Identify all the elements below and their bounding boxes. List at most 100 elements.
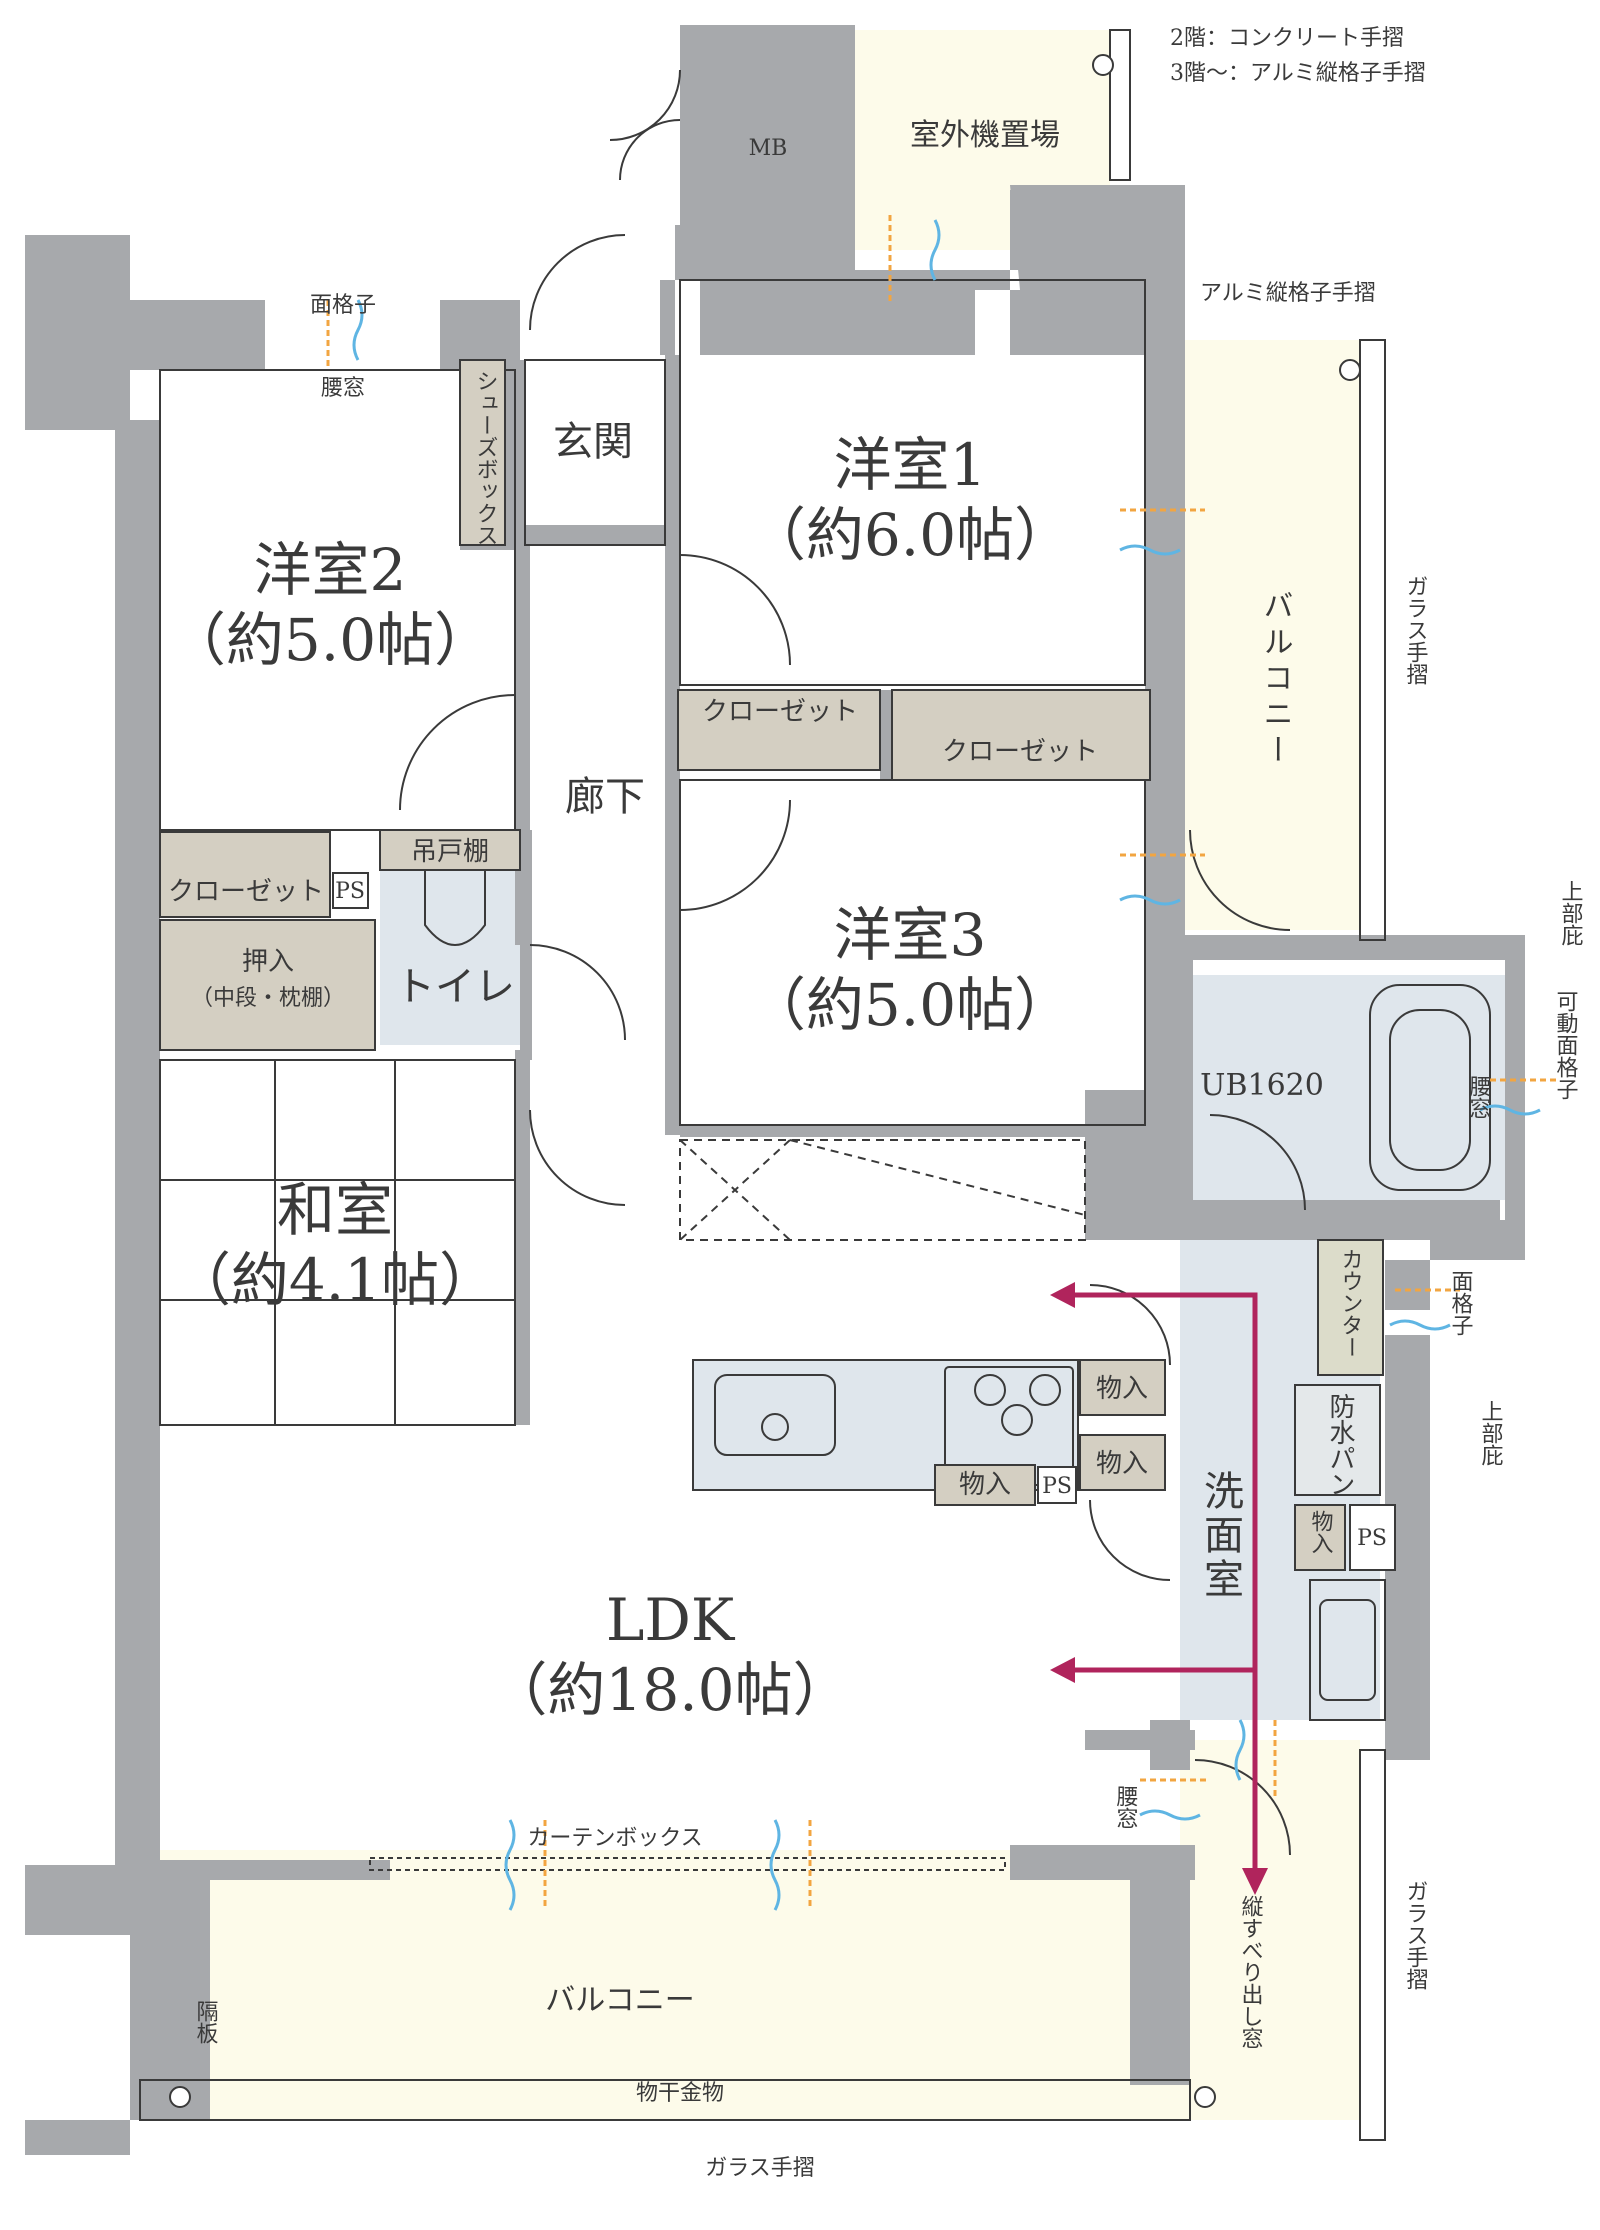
handrail-right [1359, 339, 1386, 941]
vent-ldk-blue-2 [769, 1819, 781, 1911]
under-storage [679, 1139, 1086, 1241]
washroom-label: 洗面室 [1197, 1470, 1243, 1602]
arrow-path-main [1070, 1292, 1258, 1870]
bathtub-inner [1389, 1009, 1471, 1171]
toilet-bowl [424, 870, 486, 946]
door-w2[interactable] [399, 694, 516, 811]
wall-int-w1-left [665, 355, 680, 1135]
monoire-k1-label: 物入 [1096, 1374, 1148, 1404]
vent-bath-blue [1479, 1104, 1541, 1116]
arrow-head-top [1050, 1282, 1075, 1308]
japanese-size: （約4.1帖） [173, 1246, 497, 1314]
closet-w1-right [891, 689, 1151, 781]
wall-mb-top [680, 25, 855, 50]
toilet-label: トイレ [395, 964, 515, 1010]
alumi-lattice-handrail: アルミ縦格子手摺 [1200, 281, 1376, 306]
wall-mb-right [835, 25, 855, 285]
washbasin [1309, 1579, 1386, 1721]
balcony-right-label: バルコニー [1258, 590, 1293, 770]
storage-areas [159, 359, 1396, 1571]
vertical-sliding-window: 縦すべり出し窓 [1238, 1895, 1264, 2049]
ldk-size: （約18.0帖） [489, 1656, 850, 1724]
hanging-shelf-area [379, 829, 521, 871]
oshiire-area [159, 919, 376, 1051]
movable-face-lattice: 可動面格子 [1553, 990, 1579, 1100]
monoire-k2 [1079, 1434, 1166, 1491]
waterproof-pan-area [1294, 1384, 1381, 1496]
fixture-2 [1194, 2086, 1216, 2108]
monoire-k2-label: 物入 [1096, 1449, 1148, 1479]
upper-eave-2: 上部庇 [1478, 1400, 1504, 1466]
door-washroom-2[interactable] [1089, 1499, 1171, 1581]
bath-label: UB1620 [1200, 1068, 1324, 1103]
vent-w1-blue [1119, 544, 1181, 556]
burner-1 [974, 1374, 1006, 1406]
wall-pillar-tr [1010, 185, 1185, 400]
arrow-heads [1050, 1282, 1268, 1895]
waterproof-pan-label: 防水パン [1325, 1393, 1355, 1497]
arrow-head-down [1242, 1868, 1268, 1895]
japanese-name: 和室 [277, 1176, 393, 1244]
vent-w3-blue [1119, 894, 1181, 906]
upper-eave-1: 上部庇 [1558, 880, 1584, 946]
handrail-bottom [139, 2079, 1191, 2121]
door-entrance-2[interactable] [619, 119, 681, 181]
circulation-arrows [1070, 1292, 1258, 1870]
wall-int-corridor-top [520, 525, 665, 545]
under-storage-x2 [679, 1139, 791, 1241]
door-japanese[interactable] [529, 1109, 626, 1206]
glass-handrail-right-lower: ガラス手摺 [1403, 1880, 1429, 1990]
wall-left [25, 235, 160, 1935]
door-entrance[interactable] [529, 234, 626, 331]
bathtub-outline [1369, 984, 1491, 1191]
door-balcony-br[interactable] [1194, 1759, 1291, 1856]
door-w1[interactable] [679, 554, 791, 666]
western1-name: 洋室1 [834, 431, 987, 499]
door-toilet[interactable] [529, 944, 626, 1041]
curtain-box-label: カーテンボックス [527, 1826, 702, 1851]
room-outline-w2 [159, 369, 516, 831]
door-washroom[interactable] [1089, 1284, 1171, 1366]
monoire-k3 [934, 1464, 1036, 1506]
outdoor-unit-label: 室外機置場 [910, 118, 1060, 153]
door-bath[interactable] [1209, 1114, 1306, 1211]
shoe-box-label: シューズボックス [473, 370, 498, 546]
wall-pillar-br2 [1085, 1730, 1195, 1750]
burner-3 [1001, 1404, 1033, 1436]
shoe-box-area [459, 359, 506, 546]
glass-handrail-right: ガラス手摺 [1403, 575, 1429, 685]
corridor-label: 廊下 [565, 774, 645, 820]
vent-waist-blue [1139, 1809, 1201, 1821]
waist-window-ldk: 腰窓 [1113, 1785, 1139, 1829]
closet-w1-left-label: クローゼット [702, 697, 858, 727]
face-lattice-wash: 面格子 [1448, 1270, 1474, 1336]
glass-handrail-bottom: ガラス手摺 [705, 2156, 815, 2181]
western3-size: （約5.0帖） [748, 971, 1072, 1039]
western2-name: 洋室2 [254, 536, 407, 604]
oshiire-label-1: 押入 [242, 947, 294, 977]
fixture-4 [1092, 54, 1114, 76]
monoire-k3-label: 物入 [959, 1470, 1011, 1500]
burner-2 [1029, 1374, 1061, 1406]
wall-int-toilet-right [520, 830, 532, 1060]
western2-size: （約5.0帖） [168, 606, 492, 674]
waist-window-bath: 腰窓 [1466, 1075, 1492, 1119]
door-mb[interactable] [609, 69, 681, 141]
mb-label: MB [749, 136, 788, 161]
arrow-head-mid [1050, 1657, 1075, 1683]
wall-washroom-right2 [1385, 1260, 1430, 1310]
wall-bottom-right-pillar [1010, 1850, 1190, 2085]
door-w3[interactable] [679, 799, 791, 911]
labels: 2階：コンクリート手摺 3階～：アルミ縦格子手摺 洋室1 （約6.0帖） 洋室2… [168, 26, 1584, 2181]
ps-label-2: PS [1042, 1474, 1072, 1499]
balcony-right-lower-floor [1180, 1740, 1360, 2120]
hanging-shelf-label: 吊戸棚 [411, 837, 489, 867]
closet-w1-left [677, 689, 881, 771]
door-balcony-r[interactable] [1189, 829, 1291, 931]
sink-drain [761, 1413, 789, 1441]
wall-right-w1b [1145, 600, 1185, 740]
ps-box-2 [1037, 1466, 1077, 1504]
wall-left-bottom [25, 2120, 130, 2155]
counter-area [1317, 1239, 1384, 1376]
